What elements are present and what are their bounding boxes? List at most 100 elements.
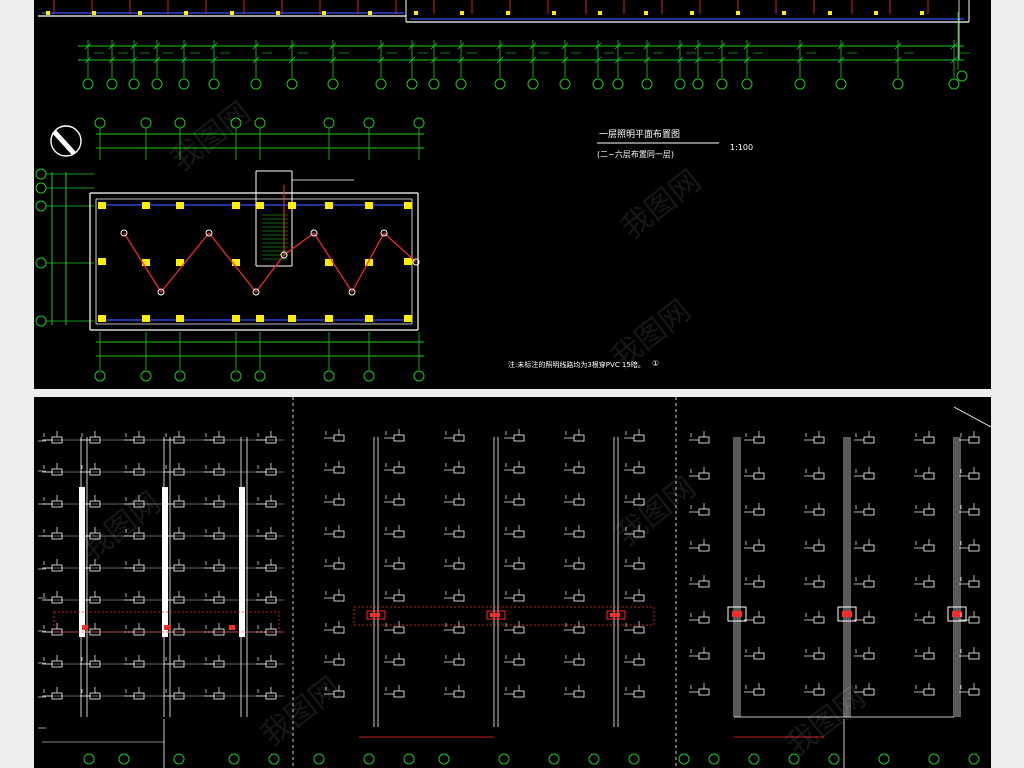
meter-box xyxy=(968,472,980,480)
meter-box xyxy=(513,658,525,666)
lamp-fixture xyxy=(365,202,373,209)
meter-box xyxy=(513,466,525,474)
meter-box xyxy=(393,530,405,538)
lamp-fixture xyxy=(404,202,412,209)
lamp-fixture xyxy=(256,202,264,209)
axis-bubble xyxy=(268,753,280,765)
lamp-fixture xyxy=(138,11,142,15)
dimension-tick xyxy=(153,42,161,50)
meter-box xyxy=(633,658,645,666)
dimension-tick xyxy=(676,42,684,50)
meter-box xyxy=(453,498,465,506)
meter-box xyxy=(333,658,345,666)
axis-bubble xyxy=(82,78,94,90)
meter-box xyxy=(813,508,825,516)
meter-box xyxy=(968,508,980,516)
meter-box xyxy=(513,434,525,442)
lamp-fixture xyxy=(176,202,184,209)
meter-box xyxy=(753,472,765,480)
dimension-tick xyxy=(210,56,218,64)
dimension-tick xyxy=(614,42,622,50)
dimension-tick xyxy=(643,56,651,64)
meter-box xyxy=(813,472,825,480)
lamp-fixture xyxy=(98,315,106,322)
distribution-box xyxy=(229,625,235,630)
meter-box xyxy=(863,508,875,516)
meter-box xyxy=(753,652,765,660)
meter-box xyxy=(753,544,765,552)
axis-bubble xyxy=(363,753,375,765)
axis-bubble xyxy=(375,78,387,90)
plan-note: 注:未标注的照明线路均为3根穿PVC 15暗。 xyxy=(508,361,645,369)
lamp-fixture xyxy=(325,259,333,266)
meter-box xyxy=(863,472,875,480)
axis-bubble xyxy=(413,117,425,129)
meter-box xyxy=(393,658,405,666)
axis-bubble xyxy=(438,753,450,765)
ceiling-light xyxy=(310,229,318,237)
distribution-box xyxy=(732,611,742,617)
axis-bubble xyxy=(794,78,806,90)
floor-plan-drawing: 一层照明平面布置图 (二~六层布置同一层) 1:100 注:未标注的照明线路均为… xyxy=(34,0,991,389)
distribution-box xyxy=(606,610,626,620)
lamp-fixture xyxy=(276,11,280,15)
lamp-fixture xyxy=(288,202,296,209)
lamp-fixture xyxy=(414,11,418,15)
axis-bubble xyxy=(250,78,262,90)
wiring-line xyxy=(283,232,315,256)
meter-box xyxy=(813,652,825,660)
dimension-tick xyxy=(529,56,537,64)
ceiling-light xyxy=(120,229,128,237)
meter-box xyxy=(393,562,405,570)
meter-box xyxy=(968,616,980,624)
axis-bubble xyxy=(708,753,720,765)
meter-box xyxy=(453,690,465,698)
wiring-line xyxy=(208,232,257,293)
wiring-line xyxy=(255,254,285,293)
lamp-fixture xyxy=(176,259,184,266)
meter-box xyxy=(513,594,525,602)
meter-box xyxy=(923,436,935,444)
dimension-tick xyxy=(108,56,116,64)
lamp-fixture xyxy=(232,259,240,266)
meter-box xyxy=(753,616,765,624)
ceiling-light xyxy=(412,258,420,266)
dimension-tick xyxy=(796,42,804,50)
meter-box xyxy=(863,652,875,660)
meter-box xyxy=(813,580,825,588)
dimension-tick xyxy=(329,42,337,50)
plan-note-mark: ① xyxy=(652,359,660,368)
dimension-tick xyxy=(430,56,438,64)
axis-bubble xyxy=(363,117,375,129)
axis-bubble xyxy=(956,70,968,82)
axis-bubble xyxy=(178,78,190,90)
lamp-fixture xyxy=(184,11,188,15)
ceiling-light xyxy=(252,288,260,296)
axis-bubble xyxy=(428,78,440,90)
lamp-fixture xyxy=(368,11,372,15)
axis-bubble xyxy=(878,753,890,765)
lamp-fixture xyxy=(325,315,333,322)
riser-trunk xyxy=(239,487,245,637)
axis-bubble xyxy=(323,117,335,129)
meter-box xyxy=(633,690,645,698)
dimension-tick xyxy=(529,42,537,50)
lamp-fixture xyxy=(874,11,878,15)
axis-bubble xyxy=(286,78,298,90)
meter-box xyxy=(633,594,645,602)
meter-box xyxy=(453,658,465,666)
dimension-tick xyxy=(84,42,92,50)
lamp-fixture xyxy=(322,11,326,15)
meter-box xyxy=(333,594,345,602)
axis-bubble xyxy=(254,370,266,382)
axis-bubble xyxy=(741,78,753,90)
lamp-fixture xyxy=(142,259,150,266)
lamp-fixture xyxy=(598,11,602,15)
axis-bubble xyxy=(748,753,760,765)
distribution-frame xyxy=(353,606,655,626)
meter-box xyxy=(333,530,345,538)
axis-bubble xyxy=(716,78,728,90)
dimension-tick xyxy=(894,42,902,50)
meter-box xyxy=(333,562,345,570)
axis-bubble xyxy=(628,753,640,765)
